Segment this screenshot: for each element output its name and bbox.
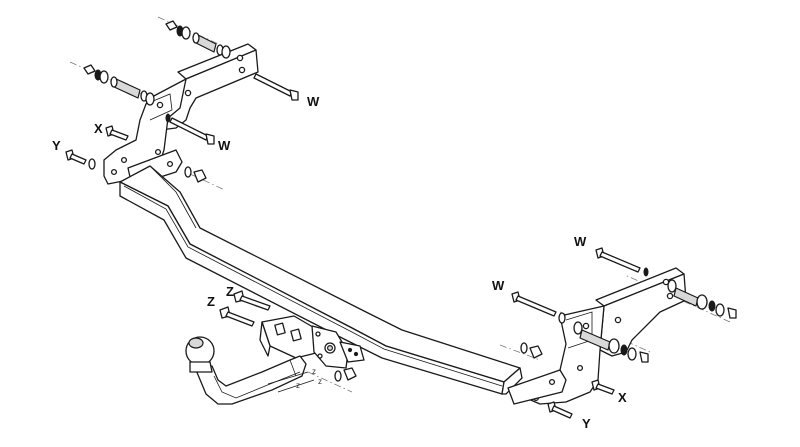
bolt-w-right-1: [595, 247, 649, 277]
towball-mount-plate: [259, 315, 365, 369]
label-w-1: W: [307, 94, 320, 109]
label-w-2: W: [218, 138, 231, 153]
z-small-label-2: z: [318, 377, 322, 386]
label-x-left: X: [94, 121, 103, 136]
label-x-right: X: [618, 390, 627, 405]
bolt-stack-right-1: [667, 279, 737, 319]
bolt-x-right: [591, 379, 615, 395]
bolt-z-2: [219, 306, 255, 327]
bolt-w-left-1: [253, 73, 299, 101]
bolt-z-1: [233, 290, 271, 311]
nuts-centre: [334, 367, 357, 382]
bolt-y-left: [65, 149, 96, 170]
bolt-y-right: [547, 401, 573, 419]
bolt-w-left-2: [165, 113, 215, 145]
bolt-x-left: [105, 125, 129, 141]
label-w-4: W: [492, 278, 505, 293]
left-bracket: [103, 43, 259, 187]
label-y-left: Y: [52, 138, 61, 153]
z-small-label-1: z: [312, 367, 316, 376]
label-y-right: Y: [582, 416, 591, 431]
label-w-3: W: [574, 234, 587, 249]
label-z-2: Z: [207, 294, 215, 309]
nuts-left-mid: [184, 166, 207, 183]
towball-neck: z z z: [185, 336, 322, 405]
part-labels: W W X Y Z Z W W X Y: [52, 94, 627, 431]
label-z-1: Z: [226, 284, 234, 299]
bolt-w-right-2: [511, 291, 566, 324]
bolt-stack-top-left-2: [83, 64, 155, 106]
bolt-stack-right-2: [573, 321, 649, 363]
nuts-right-low: [520, 342, 543, 359]
z-small-label-3: z: [296, 381, 300, 390]
bolt-stack-top-left-1: [165, 20, 231, 59]
